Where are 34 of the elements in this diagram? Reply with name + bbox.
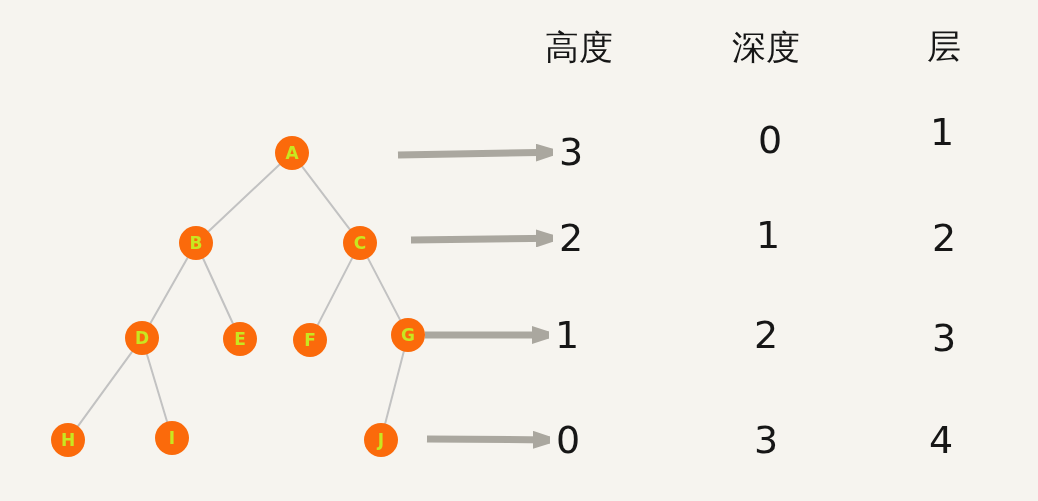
tree-node: C <box>343 226 377 260</box>
tree-edge <box>384 350 405 425</box>
level-value: 1 <box>929 113 955 151</box>
height-value: 2 <box>552 219 590 257</box>
depth-value: 0 <box>757 121 783 159</box>
tree-edge <box>207 163 281 233</box>
tree-node: B <box>179 226 213 260</box>
tree-edge <box>366 257 402 321</box>
level-value: 4 <box>928 421 954 459</box>
level-value: 3 <box>931 319 957 357</box>
tree-edge <box>316 257 354 326</box>
tree-edge <box>301 165 351 231</box>
column-header: 深度 <box>732 30 800 64</box>
tree-node: I <box>155 421 189 455</box>
height-value: 3 <box>552 133 590 171</box>
tree-node: J <box>364 423 398 457</box>
tree-node: D <box>125 321 159 355</box>
depth-value: 3 <box>753 421 779 459</box>
column-header: 层 <box>927 29 961 63</box>
tree-edge <box>77 350 133 428</box>
tree-edge <box>202 257 234 325</box>
tree-edge <box>145 353 169 423</box>
level-value: 2 <box>931 219 957 257</box>
depth-value: 1 <box>755 216 781 254</box>
height-value: 1 <box>548 316 586 354</box>
height-value: 0 <box>549 421 587 459</box>
tree-node: A <box>275 136 309 170</box>
tree-node: H <box>51 423 85 457</box>
tree-node: F <box>293 323 327 357</box>
tree-node: G <box>391 318 425 352</box>
tree-edge <box>149 256 189 325</box>
depth-value: 2 <box>753 316 779 354</box>
column-header: 高度 <box>545 30 613 64</box>
tree-node: E <box>223 322 257 356</box>
